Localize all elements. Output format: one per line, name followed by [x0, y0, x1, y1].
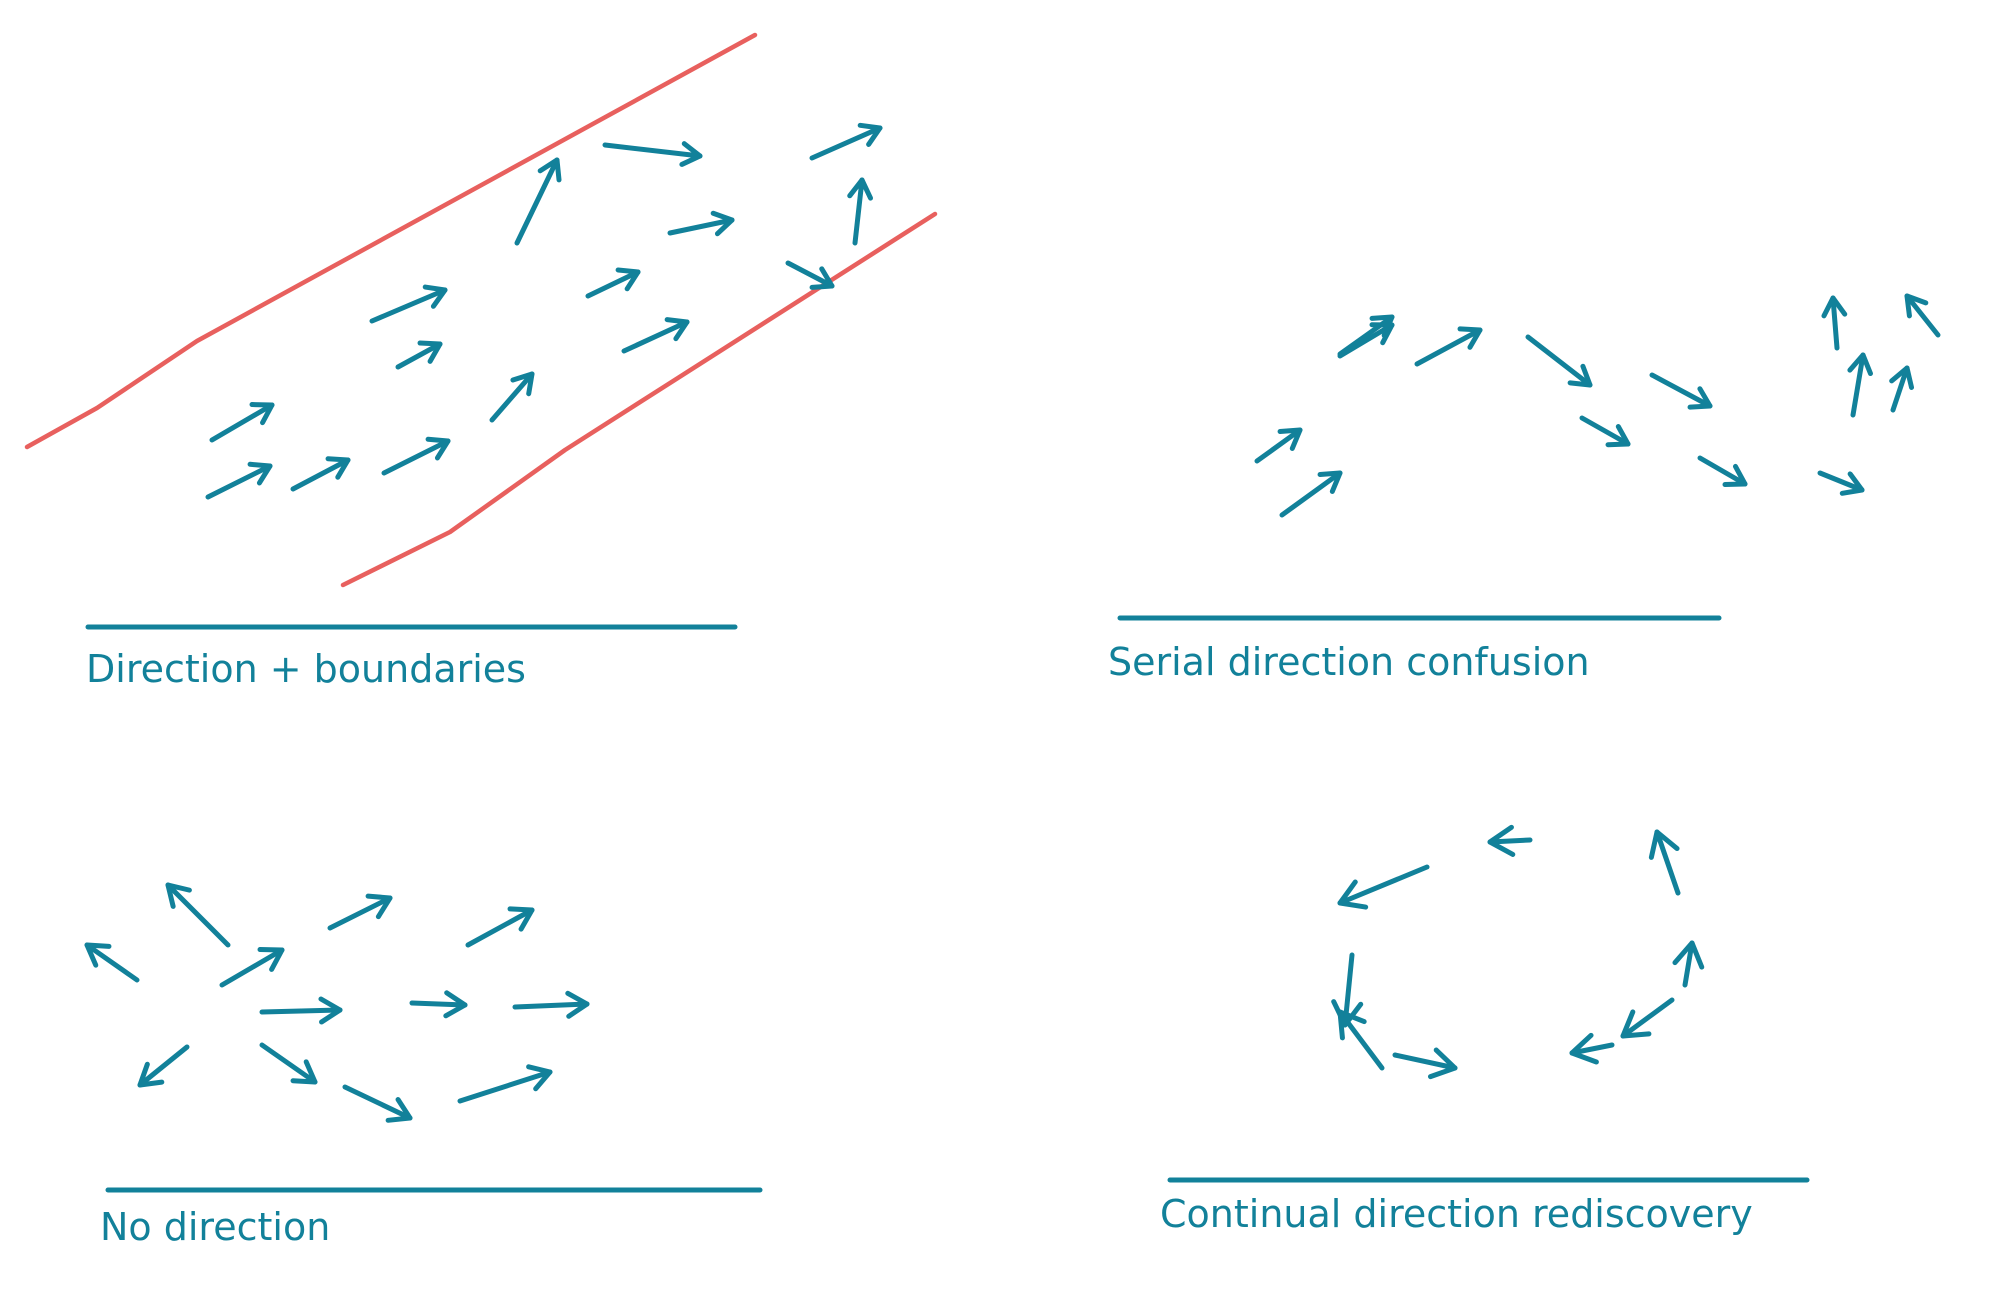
arrow: [489, 371, 535, 423]
arrow: [259, 1042, 318, 1085]
arrow: [1337, 864, 1430, 910]
arrow: [209, 402, 275, 443]
arrow: [1279, 470, 1343, 518]
arrow: [1579, 415, 1631, 448]
arrow: [1392, 1047, 1458, 1080]
arrow: [621, 317, 690, 354]
arrow: [667, 210, 735, 237]
arrow: [1817, 470, 1865, 496]
arrow: [1487, 824, 1533, 857]
arrow: [1697, 455, 1748, 488]
arrow: [1254, 427, 1303, 464]
arrow: [1414, 326, 1483, 367]
arrow: [809, 122, 883, 161]
arrow: [342, 1084, 413, 1123]
arrow: [290, 456, 351, 492]
arrow: [395, 340, 443, 370]
arrow: [381, 436, 451, 476]
panel-label-direction-boundaries: Direction + boundaries: [86, 647, 526, 691]
arrow: [1337, 314, 1395, 357]
arrow: [785, 260, 835, 290]
arrow: [1672, 940, 1705, 988]
arrow: [1904, 293, 1941, 338]
arrow: [1889, 365, 1915, 413]
arrow: [327, 893, 393, 931]
arrow: [84, 942, 140, 983]
arrow: [259, 996, 343, 1025]
lower-boundary-line: [340, 211, 938, 588]
panel-label-continual-direction-rediscovery: Continual direction rediscovery: [1160, 1192, 1753, 1236]
arrow: [1525, 334, 1593, 388]
panel-label-serial-direction-confusion: Serial direction confusion: [1108, 640, 1590, 684]
arrow: [1648, 829, 1681, 896]
arrow: [219, 947, 285, 988]
arrow: [1821, 295, 1848, 351]
upper-boundary-line: [24, 32, 758, 450]
arrow: [512, 990, 590, 1019]
panel-label-no-direction: No direction: [100, 1205, 331, 1249]
arrow: [465, 906, 535, 948]
arrow: [1569, 1032, 1615, 1065]
arrow: [1620, 997, 1675, 1039]
arrow: [409, 990, 468, 1019]
arrow: [369, 284, 448, 324]
arrow: [457, 1064, 553, 1104]
arrow: [585, 267, 641, 299]
panel-no-direction: [84, 882, 590, 1123]
arrow: [205, 461, 273, 500]
panel-continual-direction-rediscovery: [1331, 824, 1705, 1080]
arrow: [602, 141, 703, 167]
panel-direction-boundaries: [24, 32, 938, 588]
arrow: [1847, 352, 1874, 418]
arrow: [1331, 952, 1364, 1028]
arrow: [165, 882, 231, 948]
panel-serial-direction-confusion: [1254, 293, 1941, 518]
arrow: [847, 177, 874, 246]
arrow: [514, 157, 562, 246]
arrow: [1649, 372, 1713, 410]
arrow: [137, 1044, 190, 1088]
